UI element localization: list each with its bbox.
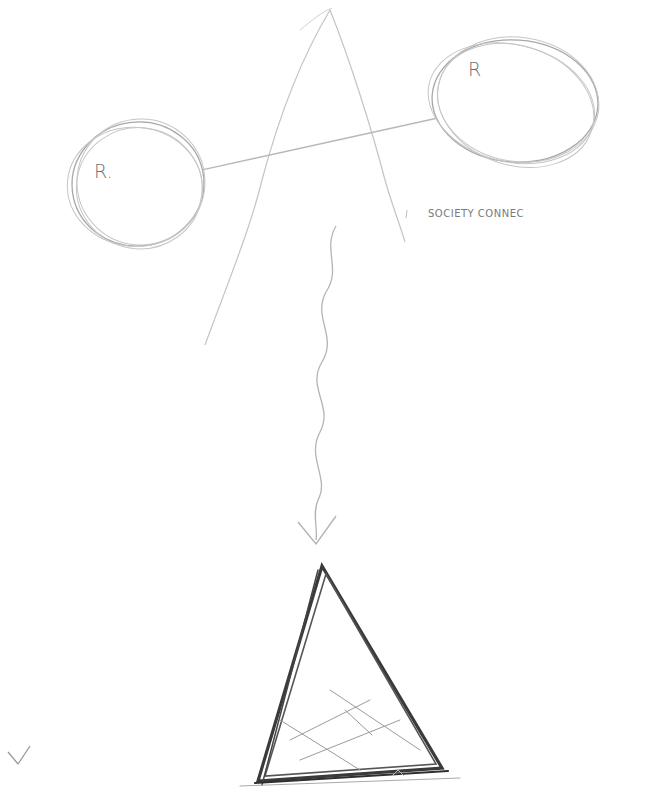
sketch-note: SOCIETY CONNEC (428, 208, 524, 219)
faint-triangle (205, 10, 405, 345)
circle-outline (428, 36, 602, 166)
connecting-line (202, 119, 435, 170)
stray-mark (406, 210, 407, 218)
bold-triangle (240, 566, 460, 786)
circle-outline (68, 118, 208, 250)
circle-letter: R. (94, 160, 113, 182)
faint-stroke (300, 8, 332, 30)
circle-letter: R (468, 58, 481, 80)
wavy-arrow (315, 226, 336, 540)
sketch-circle: R (428, 36, 602, 166)
arrow-head (298, 516, 336, 544)
stray-mark (392, 770, 404, 776)
sketch-circle: R. (68, 118, 208, 250)
stray-mark (8, 746, 30, 764)
